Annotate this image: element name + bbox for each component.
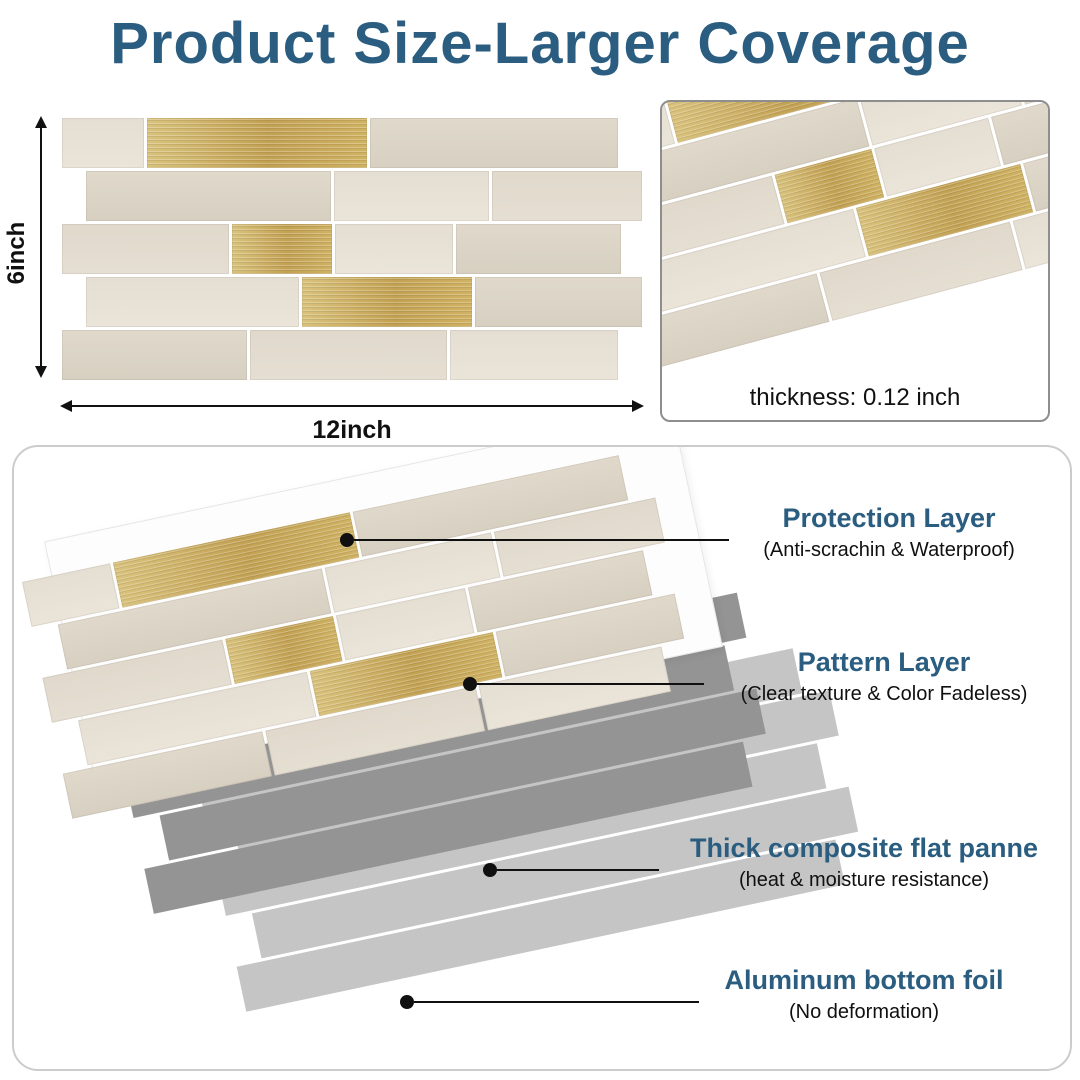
callout-line-pattern	[477, 683, 704, 685]
callout-title-pattern: Pattern Layer	[797, 647, 971, 677]
tile-row	[86, 277, 642, 327]
tile	[334, 171, 489, 221]
tile-panel-tilted	[662, 102, 1048, 370]
height-dimension-arrow	[35, 116, 47, 378]
gold-tile	[302, 277, 472, 327]
callout-pattern: Pattern Layer (Clear texture & Color Fad…	[709, 647, 1059, 706]
callout-dot-pattern	[463, 677, 477, 691]
tile	[62, 118, 144, 168]
tilted-tile-panel	[662, 102, 1048, 370]
callout-subtitle-pattern: (Clear texture & Color Fadeless)	[740, 683, 1028, 706]
tile	[86, 277, 299, 327]
callout-aluminum: Aluminum bottom foil (No deformation)	[694, 965, 1034, 1024]
tile	[335, 224, 453, 274]
gold-tile	[232, 224, 332, 274]
size-diagram: 6inch	[0, 100, 660, 450]
tile	[450, 330, 618, 380]
tile	[456, 224, 621, 274]
callout-composite: Thick composite flat panne (heat & moist…	[654, 833, 1070, 892]
height-label: 6inch	[3, 221, 30, 285]
width-dimension-arrow	[60, 400, 644, 412]
tile-row	[86, 171, 642, 221]
tile-panel-flat	[62, 118, 642, 380]
page-title: Product Size-Larger Coverage	[110, 11, 970, 76]
tile	[62, 224, 229, 274]
tile-row	[62, 330, 618, 380]
callout-protection: Protection Layer (Anti-scrachin & Waterp…	[729, 503, 1049, 562]
callout-title-composite: Thick composite flat panne	[689, 833, 1039, 863]
tile-row	[62, 118, 618, 168]
tile	[370, 118, 618, 168]
callout-subtitle-aluminum: (No deformation)	[788, 1001, 940, 1024]
callout-line-protection	[354, 539, 729, 541]
callout-dot-protection	[340, 533, 354, 547]
layers-diagram-box: Protection Layer (Anti-scrachin & Waterp…	[12, 445, 1072, 1071]
callout-title-protection: Protection Layer	[782, 503, 996, 533]
callout-dot-composite	[483, 863, 497, 877]
tile	[86, 171, 331, 221]
tile	[62, 330, 247, 380]
callout-subtitle-composite: (heat & moisture resistance)	[738, 869, 990, 892]
tile	[492, 171, 642, 221]
thickness-label: thickness: 0.12 inch	[749, 384, 961, 411]
callout-dot-aluminum	[400, 995, 414, 1009]
gold-tile	[147, 118, 367, 168]
callout-subtitle-protection: (Anti-scrachin & Waterproof)	[763, 539, 1015, 562]
width-label: 12inch	[312, 416, 392, 444]
callout-line-composite	[497, 869, 659, 871]
callout-title-aluminum: Aluminum bottom foil	[724, 965, 1004, 995]
thickness-box: thickness: 0.12 inch	[660, 100, 1050, 422]
callout-line-aluminum	[414, 1001, 699, 1003]
tile	[475, 277, 642, 327]
tile	[250, 330, 447, 380]
tile-row	[62, 224, 621, 274]
